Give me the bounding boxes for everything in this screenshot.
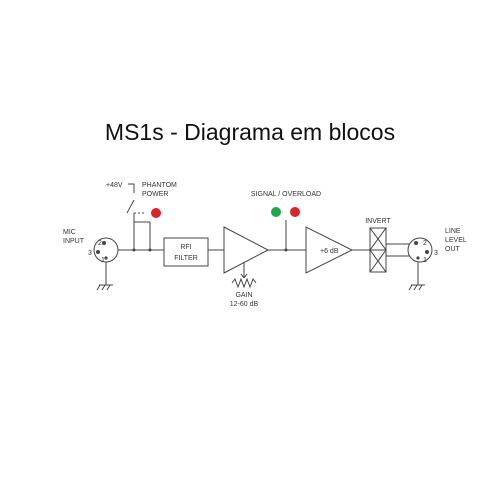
phantom-label-1: PHANTOM bbox=[142, 182, 177, 189]
preamp-triangle-icon bbox=[223, 226, 270, 274]
rfi-filter-block bbox=[163, 237, 209, 267]
signal-overload-label: SIGNAL / OVERLOAD bbox=[251, 191, 321, 198]
phantom-voltage-label: +48V bbox=[106, 182, 123, 189]
invert-block-icon bbox=[369, 227, 387, 273]
gain-potentiometer-icon bbox=[231, 273, 257, 289]
mic-input-label-2: INPUT bbox=[63, 238, 85, 245]
phantom-switch-icon bbox=[126, 183, 135, 222]
output-ground-icon bbox=[408, 284, 425, 291]
mic-pin-1-label: 1 bbox=[101, 257, 105, 264]
line-out-connector-icon bbox=[407, 237, 433, 263]
output-amp-triangle-icon bbox=[305, 226, 354, 274]
overload-led-icon bbox=[290, 207, 300, 217]
phantom-led-icon bbox=[151, 208, 161, 218]
input-ground-icon bbox=[96, 284, 113, 291]
line-out-label-2: LEVEL bbox=[445, 237, 467, 244]
out-pin-3-label: 3 bbox=[434, 250, 438, 257]
phantom-led bbox=[151, 208, 161, 218]
gain-range-label: 12-60 dB bbox=[230, 301, 259, 308]
signal-led-icon bbox=[271, 207, 281, 217]
rfi-label-2: FILTER bbox=[174, 255, 198, 262]
amp-gain-label: +6 dB bbox=[320, 248, 339, 255]
mic-pin-3-label: 3 bbox=[88, 250, 92, 257]
out-pin-1-label: 1 bbox=[423, 257, 427, 264]
overload-led bbox=[290, 207, 300, 217]
mic-pin-2-label: 2 bbox=[98, 240, 102, 247]
invert-label: INVERT bbox=[365, 218, 391, 225]
line-out-label-1: LINE bbox=[445, 228, 461, 235]
line-out-label-3: OUT bbox=[445, 246, 461, 253]
gain-label: GAIN bbox=[235, 292, 252, 299]
phantom-label-2: POWER bbox=[142, 191, 168, 198]
signal-led bbox=[271, 207, 281, 217]
mic-input-label-1: MIC bbox=[63, 229, 76, 236]
out-pin-2-label: 2 bbox=[423, 240, 427, 247]
rfi-label-1: RFI bbox=[180, 244, 191, 251]
page-title: MS1s - Diagrama em blocos bbox=[104, 119, 396, 145]
